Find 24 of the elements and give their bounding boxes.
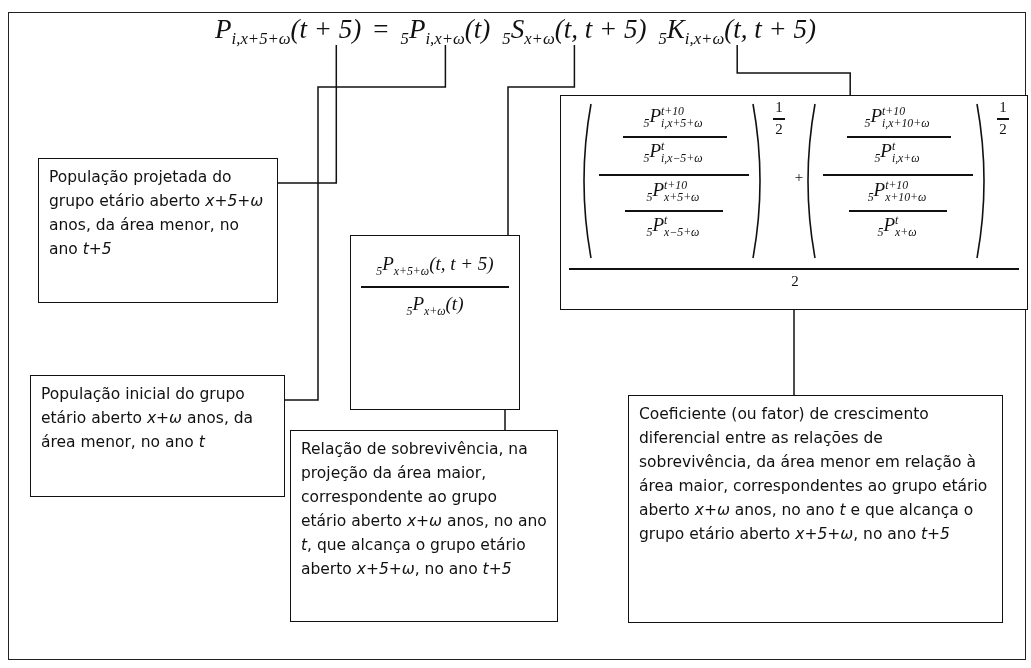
formula-term: $_{5}$K$_{i,x+ω}$(t, t + 5) (658, 14, 816, 45)
exponent: 1 (775, 98, 783, 117)
annotation-box: População inicial do grupo etário aberto x+ω anos, da área menor, no ano t (30, 375, 285, 497)
formula-box (350, 235, 520, 410)
leader-line (736, 44, 851, 96)
leader-line (504, 409, 506, 431)
formula-box (560, 95, 1028, 310)
annotation-box: Relação de sobrevivência, na projeção da área maior, correspondente ao grupo etário aberto x+ω anos, no ano t, que alcança o grupo etário aberto x+5+ω, no ano t+5 (290, 430, 558, 622)
formula-term: $_{5}$S$_{x+ω}$(t, t + 5) (502, 14, 647, 45)
formula-term: P$_{i,x+5+ω}$(t + 5) (215, 14, 362, 45)
formula-term: $_{5}$P$_{i,x+ω}$(t) (400, 14, 491, 45)
leader-line (507, 44, 576, 236)
formula-text: $_{5}$P$_{x+ω}$(t) (406, 292, 464, 317)
annotation-box: População projetada do grupo etário aberto x+5+ω anos, da área menor, no ano t+5 (38, 158, 278, 303)
exponent: 2 (999, 120, 1007, 139)
formula-text: 2 (791, 272, 799, 291)
leader-line (277, 44, 338, 184)
equals-sign: = (373, 14, 389, 45)
exponent: 1 (999, 98, 1007, 117)
leader-line (284, 44, 447, 401)
leader-line (793, 309, 795, 396)
exponent: 2 (775, 120, 783, 139)
plus-sign: + (794, 168, 804, 187)
formula-text: $_{5}$P$_{x+5+ω}$(t, t + 5) (376, 252, 494, 277)
